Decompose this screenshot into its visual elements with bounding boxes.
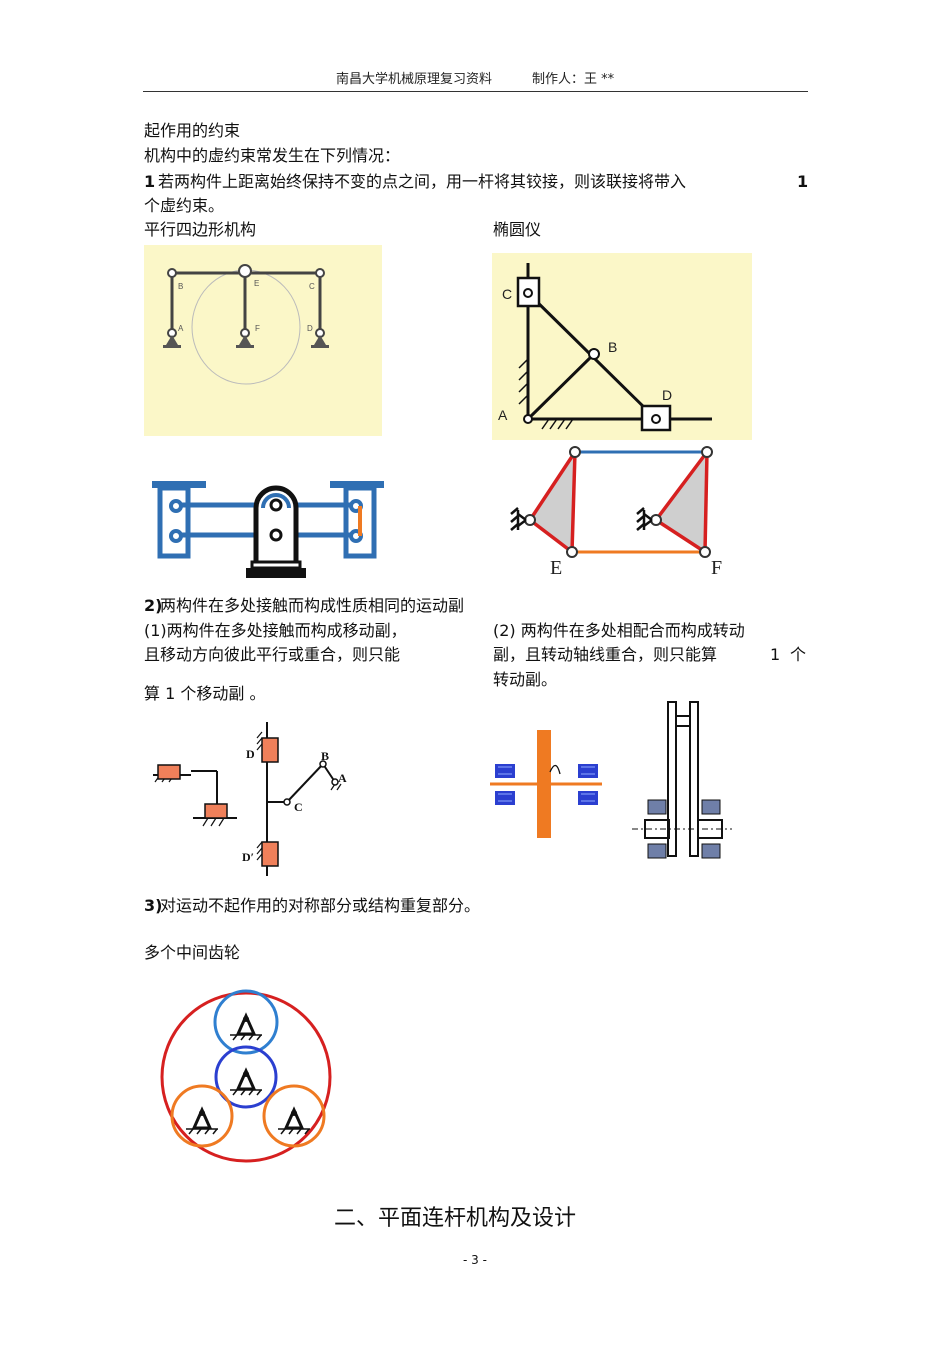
header-author: 制作人：王 ** — [532, 72, 615, 87]
slider-label: D′ — [242, 850, 254, 864]
text-line: 两构件在多处接触而构成性质相同的运动副 — [160, 596, 465, 615]
text-line: (2) 两构件在多处相配合而构成转动 — [493, 621, 745, 640]
linkage-ef-figure: E F — [510, 446, 722, 579]
item-number: 2) — [144, 596, 163, 615]
text-line: 个 — [790, 645, 807, 664]
caption-gears: 多个中间齿轮 — [144, 943, 241, 962]
text-line: 个虚约束。 — [144, 196, 225, 215]
ellipsograph-label: C — [502, 286, 512, 302]
gears-figure — [160, 989, 332, 1163]
text-line: 若两构件上距离始终保持不变的点之间，用一杆将其铰接，则该联接将带入 — [158, 172, 687, 191]
caption-parallelogram: 平行四边形机构 — [144, 220, 257, 239]
text-line: 副，且转动轴线重合，则只能算 — [493, 645, 718, 664]
slider-label: A — [338, 771, 347, 785]
item-number: 1 — [144, 172, 156, 191]
parallelogram-label: B — [178, 282, 183, 291]
ellipsograph-label: D — [662, 387, 672, 403]
text-line: 且移动方向彼此平行或重合，则只能 — [144, 645, 401, 664]
linkage-label: E — [550, 557, 562, 579]
text-line: 对运动不起作用的对称部分或结构重复部分。 — [160, 896, 481, 915]
ellipsograph-label: A — [498, 407, 508, 423]
header-rule — [143, 91, 808, 92]
parallelogram-label: D — [307, 324, 313, 333]
text-line: 转动副。 — [493, 670, 558, 689]
ellipsograph-label: B — [608, 339, 617, 355]
slider-label: D — [246, 747, 255, 761]
ellipsograph-figure: C B A D — [492, 253, 752, 440]
parallelogram-label: F — [255, 324, 260, 333]
slider-label: C — [294, 800, 303, 814]
text-line: (1)两构件在多处接触而构成移动副， — [144, 621, 407, 640]
item-number: 3) — [144, 896, 163, 915]
caption-ellipsograph: 椭圆仪 — [493, 220, 542, 239]
section-title: 二、平面连杆机构及设计 — [334, 1206, 577, 1231]
slider-label: B — [321, 749, 329, 763]
parallelogram-label: C — [309, 282, 315, 291]
page-number: - 3 - — [463, 1253, 487, 1267]
text-line: 算 1 个移动副 。 — [144, 684, 266, 703]
header-title: 南昌大学机械原理复习资料 — [336, 72, 493, 87]
text-line: 起作用的约束 — [144, 121, 241, 140]
parallelogram-label: E — [254, 279, 259, 288]
text-line: 1 — [770, 645, 781, 664]
linkage-label: F — [711, 557, 722, 579]
parallelogram-label: A — [178, 324, 184, 333]
item-number: 1 — [797, 172, 809, 191]
parallelogram-figure: B E C A F D — [144, 245, 382, 436]
parallel-linkage-figure — [152, 481, 384, 578]
sliding-pairs-figure: D B A C D′ — [153, 722, 347, 876]
text-line: 机构中的虚约束常发生在下列情况： — [144, 146, 401, 165]
revolute-pairs-figure — [490, 701, 732, 859]
